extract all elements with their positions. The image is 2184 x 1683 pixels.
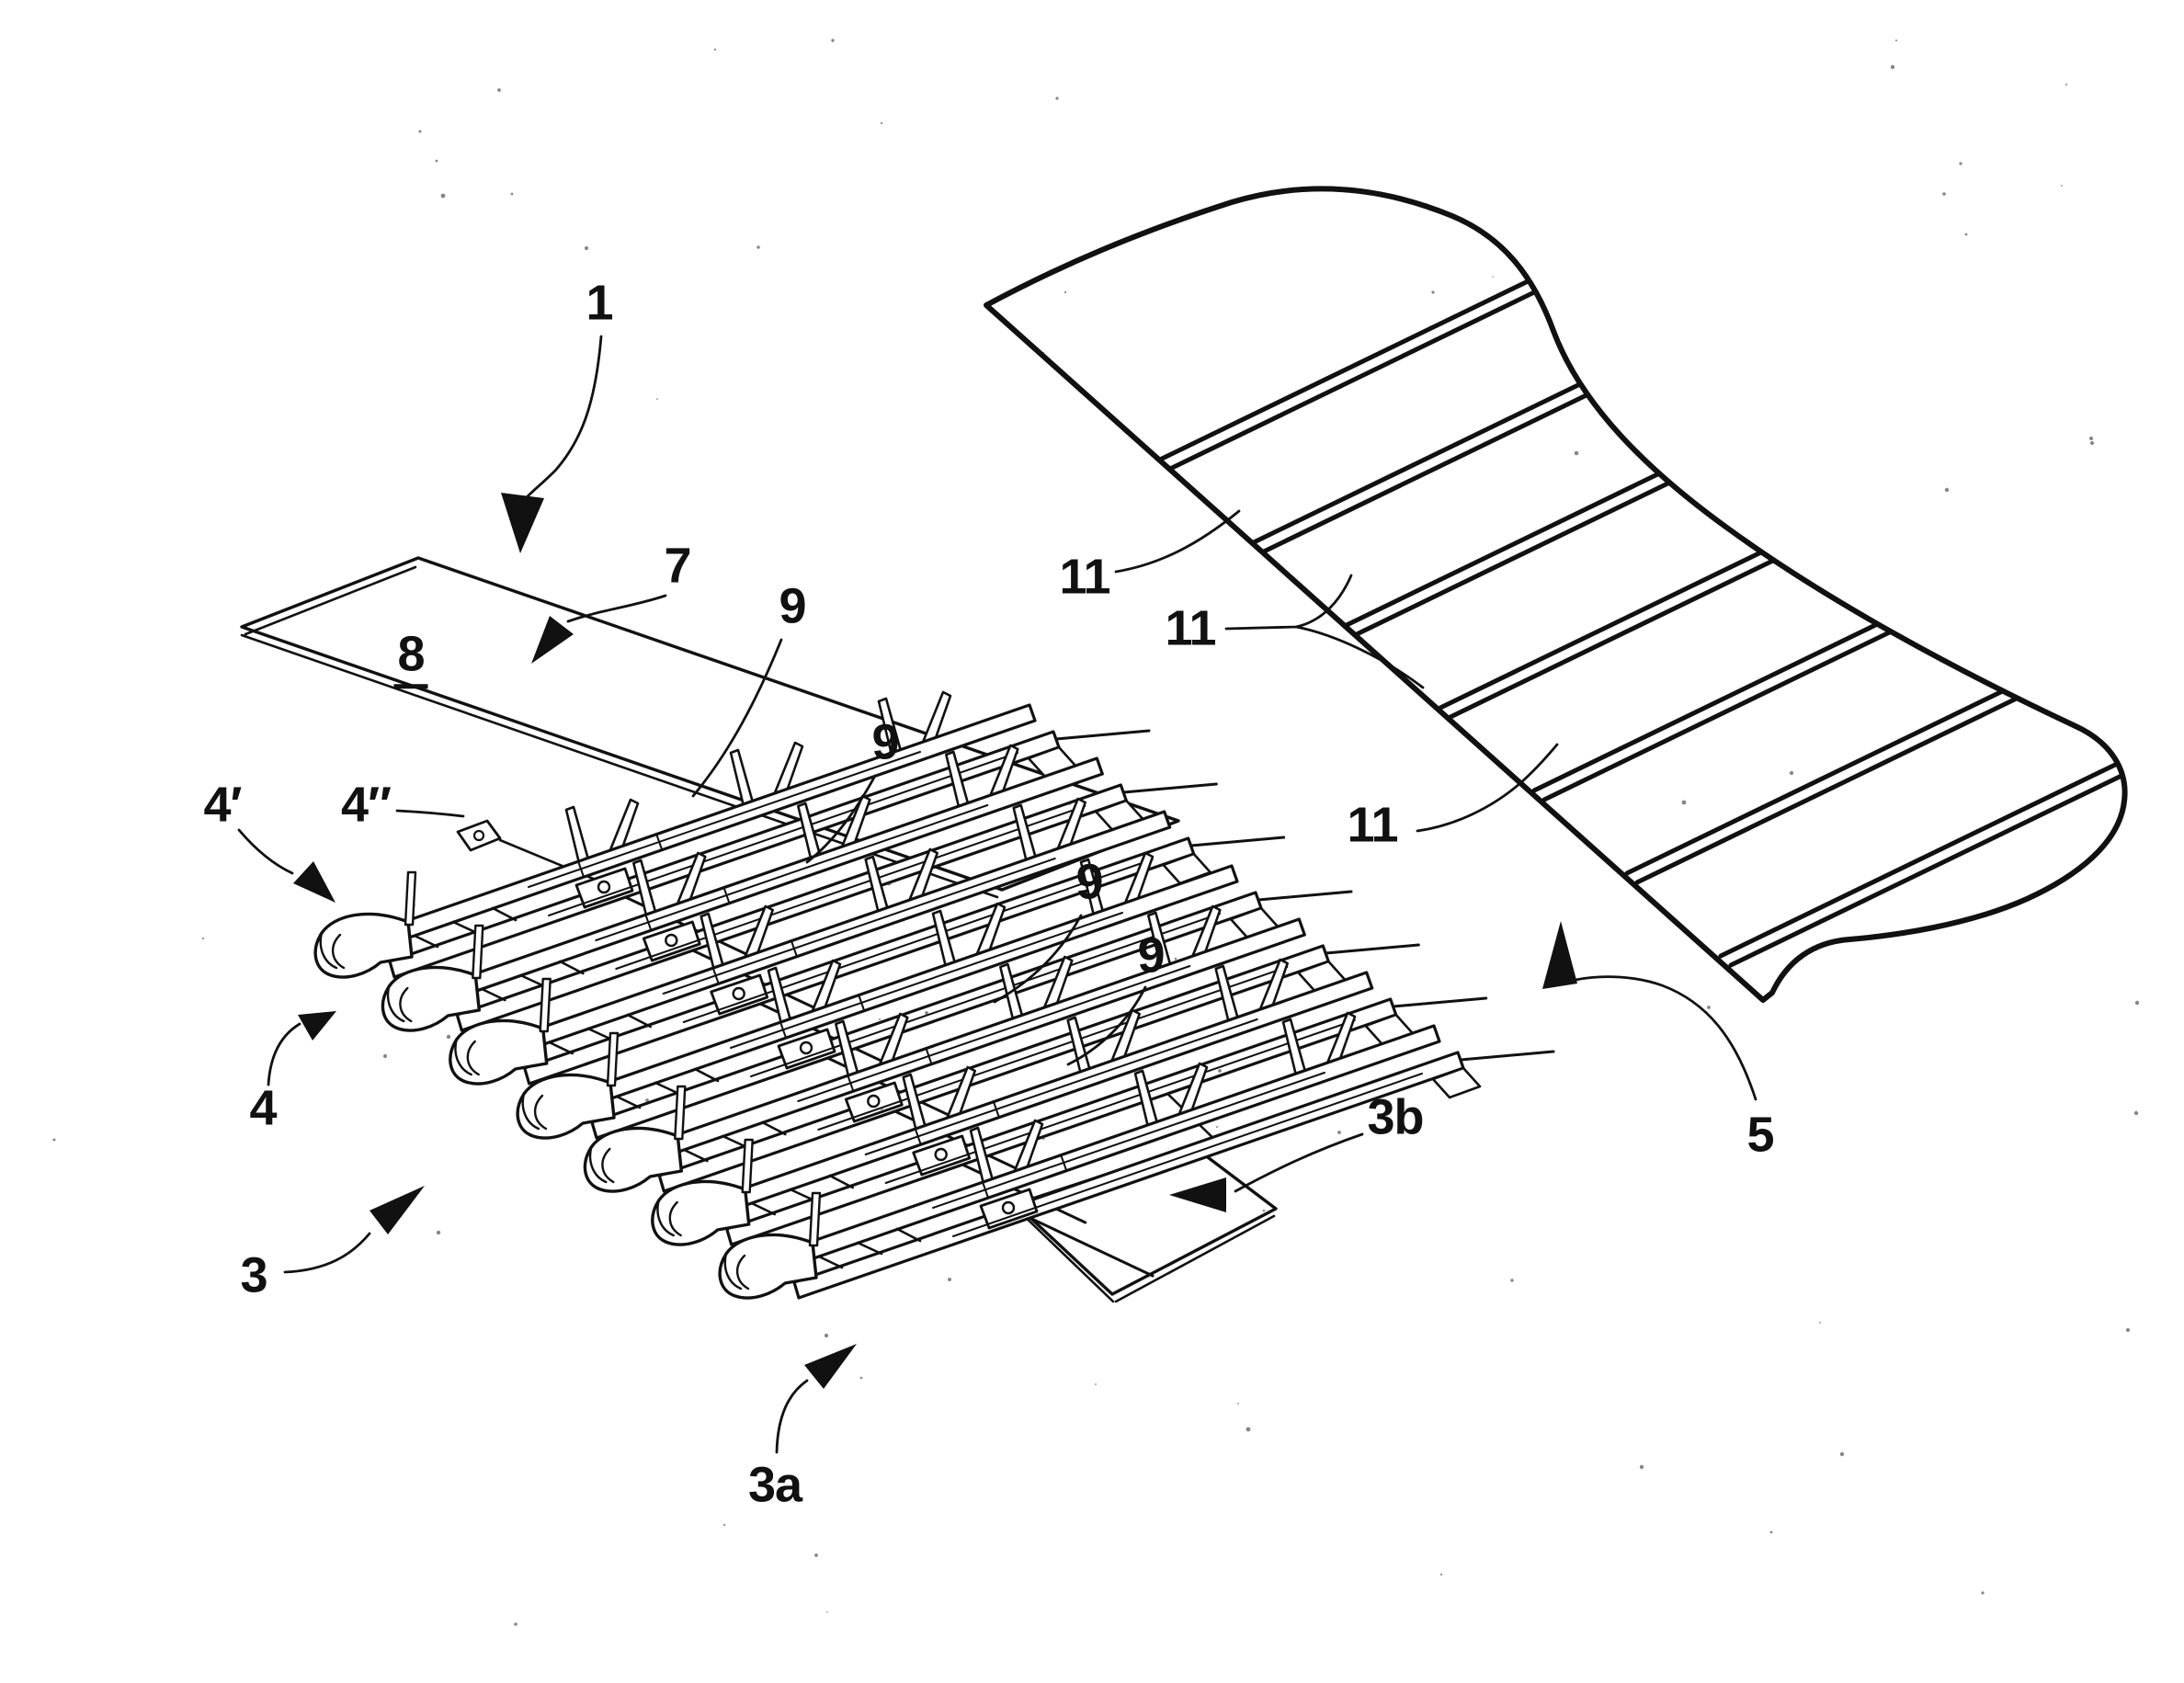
belt-outline — [984, 186, 2128, 1003]
top-plate — [240, 556, 1180, 899]
arrowhead-3a — [804, 1344, 857, 1389]
arrowhead-5 — [1542, 921, 1577, 989]
belt-ribs — [1157, 188, 2125, 968]
arrowhead-4p — [293, 861, 336, 903]
scan-noise — [52, 39, 2140, 1626]
arrowhead-3 — [370, 1186, 425, 1234]
arrowhead-3b — [1169, 1177, 1226, 1212]
fastener-row — [313, 690, 1555, 1300]
callouts — [237, 335, 1757, 1454]
arrowhead-1 — [501, 493, 544, 553]
arrowhead-7 — [531, 616, 574, 664]
conveyor-belt — [984, 186, 2128, 1003]
arrowhead-4 — [298, 1011, 336, 1041]
